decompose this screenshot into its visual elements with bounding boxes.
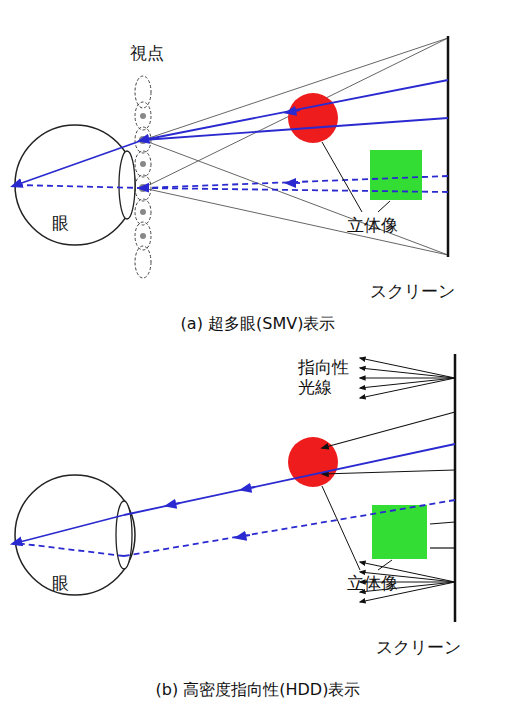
eye-label: 眼 [52, 214, 69, 234]
image-label: 立体像 [347, 574, 398, 594]
green-cube [370, 150, 422, 200]
leaders-a [322, 142, 390, 212]
red-sphere [288, 93, 338, 143]
viewpoint-label: 視点 [130, 44, 164, 64]
directional-fans [360, 358, 455, 602]
red-sphere [288, 437, 338, 487]
lens [116, 501, 132, 569]
view-fan [143, 38, 448, 255]
panel-b [15, 354, 455, 622]
eye-label: 眼 [52, 574, 69, 594]
screen [447, 36, 450, 257]
image-label: 立体像 [347, 216, 398, 236]
screen [454, 354, 457, 622]
directional-ray-label: 指向性 光線 [298, 358, 354, 397]
lens [119, 151, 135, 219]
rays-b [16, 444, 455, 556]
caption-a: (a) 超多眼(SMV)表示 [181, 315, 336, 333]
image-rays [322, 412, 455, 548]
rays-a [16, 80, 448, 192]
screen-label: スクリーン [376, 638, 461, 658]
panel-a [15, 36, 448, 278]
screen-label: スクリーン [370, 282, 455, 302]
viewpoint-dots [139, 113, 147, 239]
leaders-b [322, 486, 392, 570]
eyeball [15, 475, 135, 595]
caption-b: (b) 高密度指向性(HDD)表示 [156, 681, 361, 699]
viewpoints [135, 76, 151, 278]
